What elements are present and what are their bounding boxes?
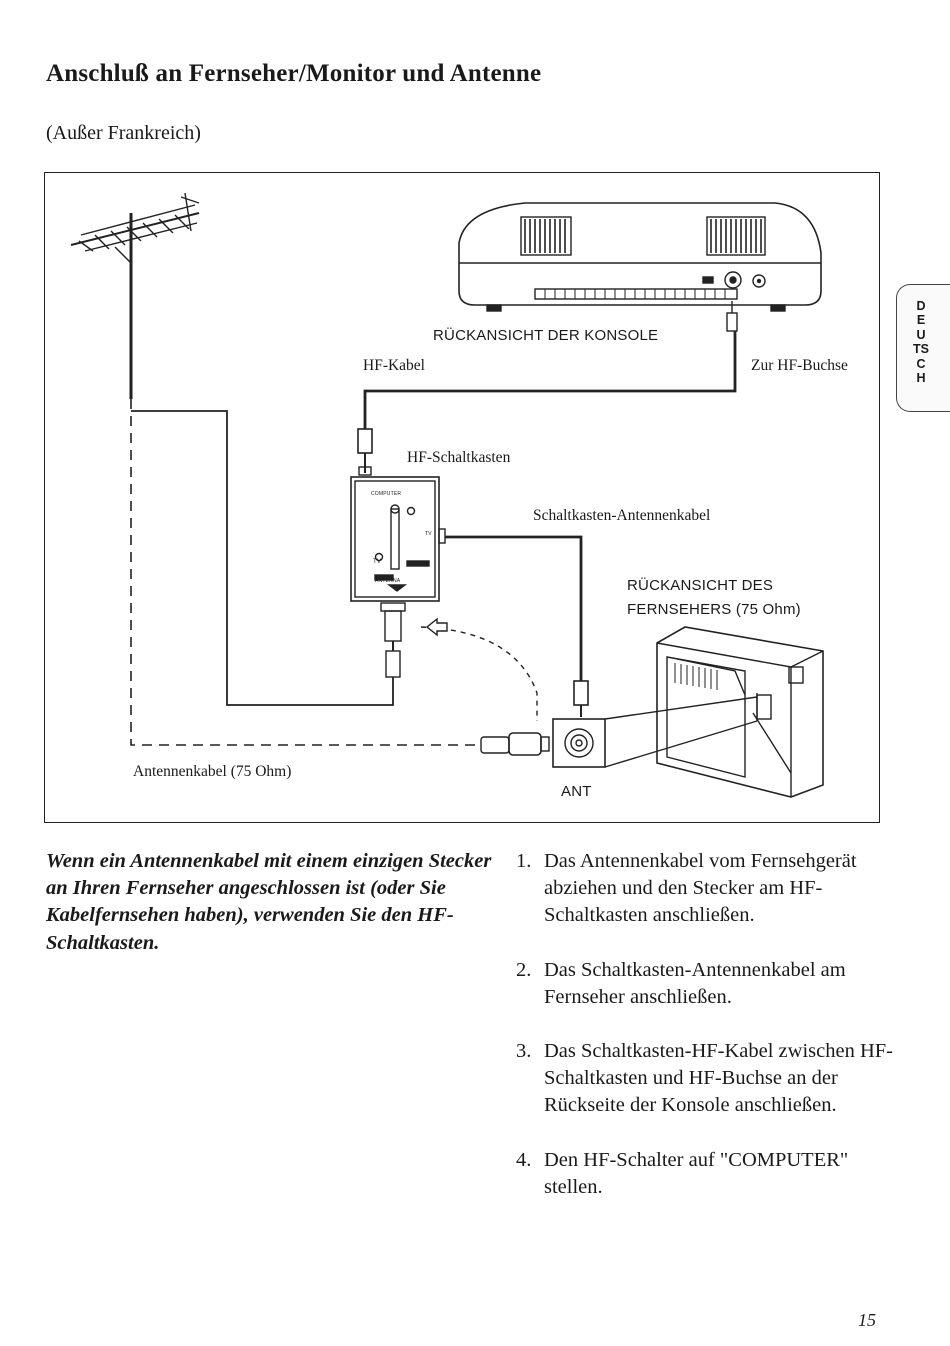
step-text: Das Schaltkasten-HF-Kabel zwischen HF-Sc…: [544, 1040, 893, 1117]
antenna-cable-label: Antennenkabel (75 Ohm): [133, 763, 292, 780]
switchbox-tv-label: TV: [373, 559, 382, 565]
switchbox-antenna-label: ANTENNA: [375, 578, 401, 584]
rf-switchbox-label: HF-Schaltkasten: [407, 449, 511, 466]
language-tab-label: DEUTSCH: [913, 299, 929, 386]
switchbox-antenna-cable-label: Schaltkasten-Antennenkabel: [533, 507, 711, 524]
step-text: Das Antennenkabel vom Fernsehgerät abzie…: [544, 850, 857, 927]
tv-rear-label-line1: RÜCKANSICHT DES: [627, 577, 774, 594]
list-item: 3. Das Schaltkasten-HF-Kabel zwischen HF-…: [516, 1038, 896, 1120]
console-rear-label: RÜCKANSICHT DER KONSOLE: [433, 327, 659, 344]
language-tab: DEUTSCH: [896, 284, 950, 412]
rf-cable-label: HF-Kabel: [363, 357, 425, 374]
step-text: Das Schaltkasten-Antennenkabel am Fernse…: [544, 958, 846, 1008]
ant-label: ANT: [561, 783, 592, 800]
list-item: 4. Den HF-Schalter auf "COMPUTER" stellen…: [516, 1147, 896, 1201]
instruction-steps: 1. Das Antennenkabel vom Fernsehgerät abz…: [516, 848, 896, 1228]
step-number: 4.: [516, 1148, 532, 1171]
step-number: 2.: [516, 958, 532, 981]
step-number: 1.: [516, 850, 532, 872]
antenna-icon: [70, 192, 200, 399]
page-subtitle: (Außer Frankreich): [46, 122, 201, 144]
switchbox-tv-out-label: TV: [425, 531, 432, 537]
step-text: Den HF-Schalter auf "COMPUTER" stellen.: [544, 1148, 849, 1198]
list-item: 2. Das Schaltkasten-Antennenkabel am Fern…: [516, 957, 896, 1011]
tv-rear-label-line2: FERNSEHERS (75 Ohm): [627, 601, 801, 618]
diagram-drawing: [70, 192, 824, 798]
page-title: Anschluß an Fernseher/Monitor und Antenn…: [46, 60, 542, 87]
switchbox-computer-label: COMPUTER: [371, 491, 402, 497]
console-rear-drawing: [458, 202, 822, 332]
tv-rear-drawing: [656, 626, 824, 798]
rf-switchbox-drawing: [350, 476, 446, 602]
to-rf-jack-label: Zur HF-Buchse: [751, 357, 848, 374]
list-item: 1. Das Antennenkabel vom Fernsehgerät abz…: [516, 848, 896, 930]
page-number: 15: [858, 1310, 876, 1330]
step-number: 3.: [516, 1040, 532, 1063]
intro-note: Wenn ein Antennenkabel mit einem einzige…: [46, 850, 492, 954]
connection-diagram: RÜCKANSICHT DER KONSOLE HF-Kabel Zur HF-…: [44, 172, 880, 823]
